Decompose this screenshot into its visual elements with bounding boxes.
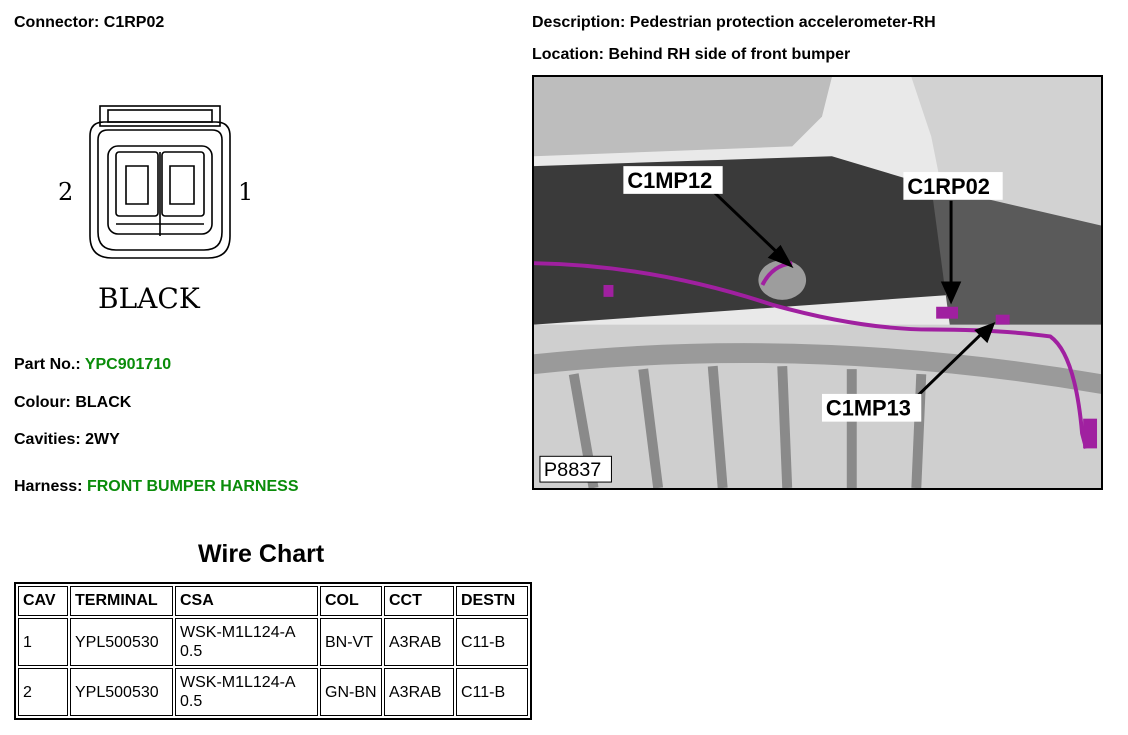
cell-csa: WSK-M1L124-A 0.5: [175, 668, 318, 716]
diagram-color-text: BLACK: [98, 282, 201, 315]
cavities-line: Cavities: 2WY: [14, 431, 120, 449]
pin-number-right: 1: [238, 178, 250, 206]
cell-col: GN-BN: [320, 668, 382, 716]
wire-chart-title: Wire Chart: [198, 540, 325, 568]
callout-label-3: C1MP13: [826, 396, 911, 421]
cell-cct: A3RAB: [384, 618, 454, 666]
part-no-link[interactable]: YPC901710: [84, 356, 172, 373]
table-row: 1 YPL500530 WSK-M1L124-A 0.5 BN-VT A3RAB…: [18, 618, 528, 666]
cell-destn: C11-B: [456, 668, 528, 716]
connector-label: Connector:: [14, 14, 100, 31]
cell-terminal: YPL500530: [70, 618, 173, 666]
cell-destn: C11-B: [456, 618, 528, 666]
cavities-label: Cavities:: [14, 431, 81, 448]
cell-cct: A3RAB: [384, 668, 454, 716]
cell-csa: WSK-M1L124-A 0.5: [175, 618, 318, 666]
callout-label-2: C1RP02: [907, 174, 989, 199]
connector-value: C1RP02: [103, 14, 165, 31]
wire-chart-table: CAV TERMINAL CSA COL CCT DESTN 1 YPL5005…: [14, 582, 532, 720]
location-line: Location: Behind RH side of front bumper: [532, 46, 850, 64]
cavities-value: 2WY: [85, 431, 120, 448]
description-line: Description: Pedestrian protection accel…: [532, 14, 936, 32]
cell-cav: 1: [18, 618, 68, 666]
column-header-destn: DESTN: [456, 586, 528, 616]
column-header-col: COL: [320, 586, 382, 616]
colour-label: Colour:: [14, 394, 71, 411]
part-no-label: Part No.:: [14, 356, 81, 373]
photo-reference: P8837: [544, 459, 601, 481]
connector-face-diagram: 2 1 BLACK: [58, 105, 250, 315]
harness-line: Harness: FRONT BUMPER HARNESS: [14, 478, 299, 496]
cell-terminal: YPL500530: [70, 668, 173, 716]
description-label: Description:: [532, 14, 626, 31]
location-label: Location:: [532, 46, 604, 63]
part-no-line: Part No.: YPC901710: [14, 356, 171, 374]
column-header-cav: CAV: [18, 586, 68, 616]
table-header-row: CAV TERMINAL CSA COL CCT DESTN: [18, 586, 528, 616]
location-value: Behind RH side of front bumper: [608, 46, 851, 63]
column-header-cct: CCT: [384, 586, 454, 616]
colour-value: BLACK: [75, 394, 132, 411]
colour-line: Colour: BLACK: [14, 394, 131, 412]
callout-label-1: C1MP12: [627, 168, 712, 193]
column-header-terminal: TERMINAL: [70, 586, 173, 616]
cell-col: BN-VT: [320, 618, 382, 666]
location-photo: C1MP12 C1RP02 C1MP13 P8837: [532, 75, 1103, 490]
connector-line: Connector: C1RP02: [14, 14, 164, 32]
harness-label: Harness:: [14, 478, 83, 495]
table-row: 2 YPL500530 WSK-M1L124-A 0.5 GN-BN A3RAB…: [18, 668, 528, 716]
cell-cav: 2: [18, 668, 68, 716]
column-header-csa: CSA: [175, 586, 318, 616]
description-value: Pedestrian protection accelerometer-RH: [629, 14, 936, 31]
harness-link[interactable]: FRONT BUMPER HARNESS: [86, 478, 299, 495]
pin-number-left: 2: [58, 178, 73, 206]
